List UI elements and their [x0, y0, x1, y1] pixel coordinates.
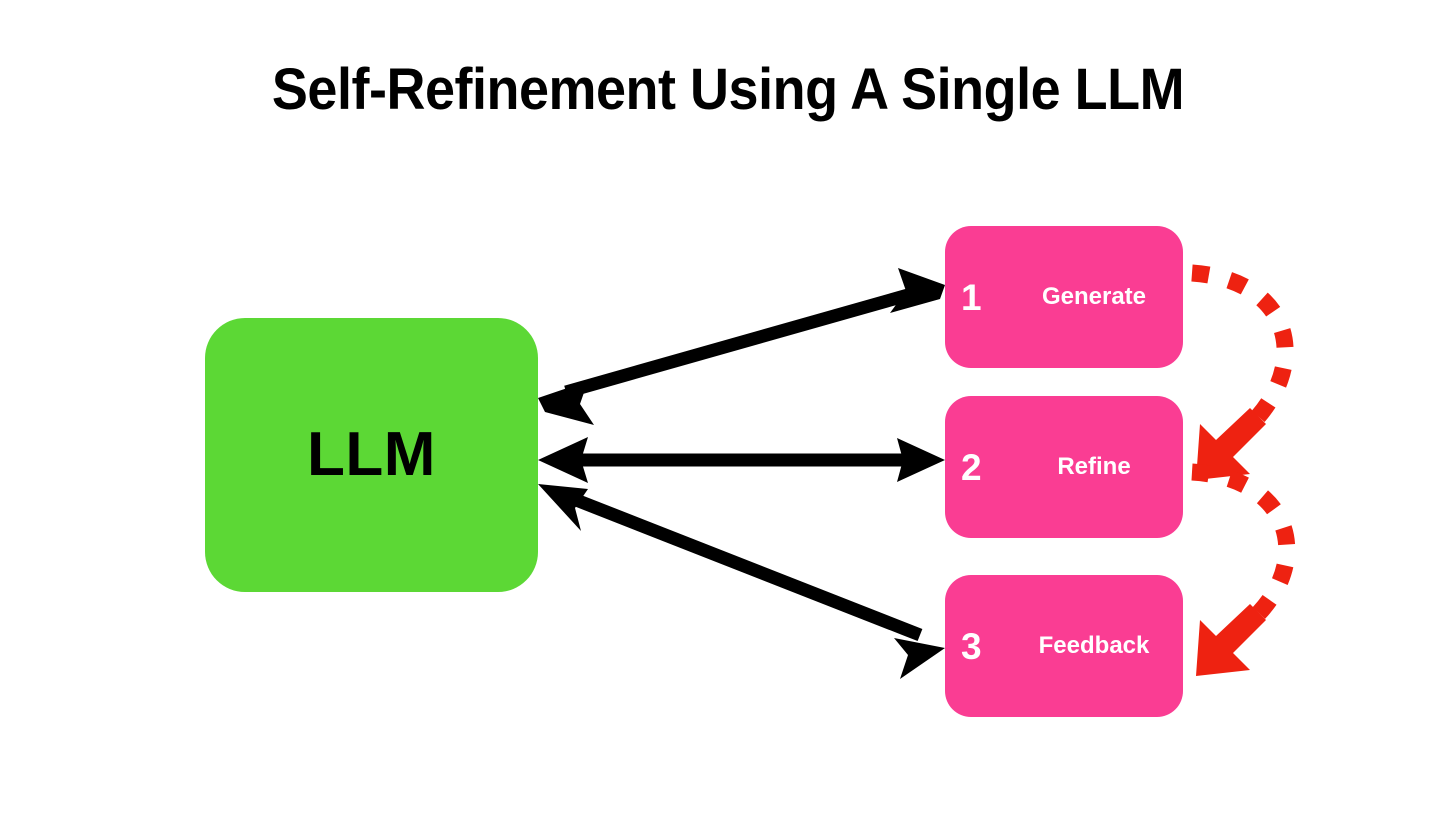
step-node-feedback[interactable]: 3 Feedback [945, 575, 1183, 717]
arrow-llm-generate [538, 268, 945, 425]
step-number: 2 [961, 446, 982, 488]
step-label: Feedback [1038, 632, 1150, 659]
step-node-refine[interactable]: 2 Refine [945, 396, 1183, 538]
red-arrow-generate-to-refine [1191, 264, 1294, 480]
arrow-llm-feedback [538, 484, 945, 679]
step-label: Generate [1041, 283, 1147, 310]
step-number: 3 [961, 625, 982, 667]
red-arrow-refine-to-feedback [1191, 463, 1296, 676]
step-number: 1 [961, 276, 982, 318]
llm-node[interactable]: LLM [205, 318, 538, 592]
llm-node-label: LLM [307, 420, 436, 489]
page-title: Self-Refinement Using A Single LLM [271, 57, 1185, 122]
arrow-llm-refine [538, 437, 945, 483]
step-node-generate[interactable]: 1 Generate [945, 226, 1183, 368]
step-label: Refine [1057, 453, 1131, 480]
